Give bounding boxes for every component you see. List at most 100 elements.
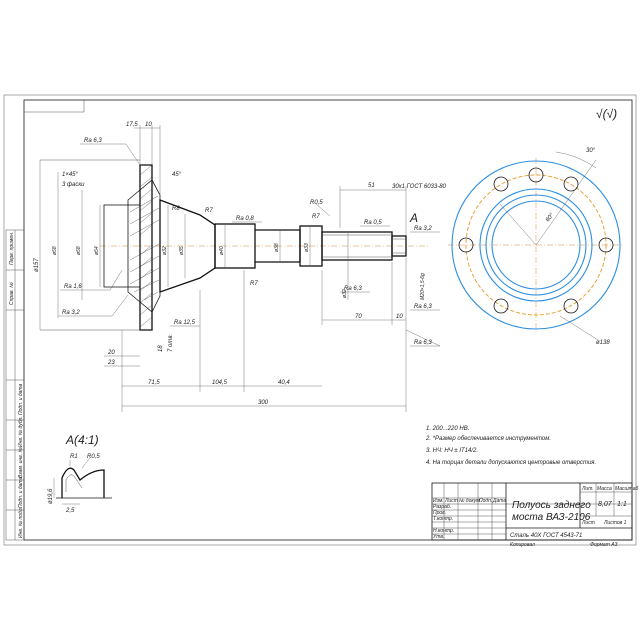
dim-spline: M20×1,5-6g [420,273,426,300]
sheet-border [3,94,637,546]
tb-name-1: Полуось заднего [512,500,591,511]
hub-hatch [129,195,160,301]
dim-715: 71,5 [148,380,160,386]
flange-hatch [139,164,153,328]
dim-f7: ø38 [274,243,280,252]
bolt-hole [493,298,509,314]
tb-row-razrab: Разраб. [433,504,451,510]
bolt-hole [528,167,544,183]
tb-row-nkontr: Н.контр. [433,528,454,534]
hub-section [127,179,161,313]
hub-circle-inner [491,200,581,290]
bolt-hole [458,237,474,253]
dim-r7c: R7 [312,214,320,220]
shaft-main-view [39,125,441,412]
strip-podp1: Подп. и дата [18,383,24,415]
dim-chamfer: 1×45° [62,172,79,178]
dim-f8: ø33 [304,243,310,252]
tb-mass-label: Масса [597,486,612,492]
note-2: 2. *Размер обеспечивается инструментом. [425,436,551,442]
note-3: 3. НЧ: НЧ ± IT14/2. [426,448,478,454]
tb-lit-label: Лит. [581,486,594,492]
dim-dia138: ø138 [596,340,610,346]
ra-05: Ra 0,5 [364,220,382,226]
detail-r1: R1 [70,454,78,460]
detail-25: 2,5 [65,508,75,514]
ra-32-right: Ra 3,2 [414,226,432,232]
dim-10b: 10 [396,314,403,320]
strip-podp2: Подп. и дата [18,476,24,508]
dim-23: 23 [107,360,115,366]
dim-18: 18 [158,345,164,352]
tb-mass: 8,07 [598,501,613,508]
detail-r05: R0,5 [87,454,100,460]
dim-10: 10 [145,122,152,128]
tb-format: Формат А3 [590,542,618,548]
tb-col-date: Дата [492,498,506,504]
side-strip: Перв. примен. Справ. № Подп. и дата Инв.… [5,229,25,541]
note-4: 4. На торцах детали допускаются центровы… [426,460,596,466]
dim-r7a: R7 [205,208,213,214]
flange-end-view: 30° 60° ø138 [448,148,624,346]
tb-sheet: Лист [581,520,595,526]
note-1: 1. 200...220 HB. [426,426,469,432]
dim-1045: 104,5 [212,380,228,386]
dim-70: 70 [355,314,362,320]
dim-f2: ø58 [76,246,82,255]
ra-16: Ra 1,6 [64,284,82,290]
tb-scale: 1:1 [617,501,627,508]
title-block: Изм. Разраб. Пров. Т.контр. Н.контр. Утв… [431,482,639,548]
dim-300: 300 [258,400,269,406]
dim-thread: 30х1 ГОСТ 6033-80 [392,184,447,190]
strip-vzam: Взам. инв. № [18,446,24,478]
tb-material: Сталь 40Х ГОСТ 4543-71 [510,533,582,539]
dim-r05: R0,5 [310,200,323,206]
tb-copied: Копировал [510,542,535,548]
tb-col-doc: № докум. [459,498,481,504]
flange-bore [103,204,141,288]
ra-125: Ra 12,5 [174,320,196,326]
bolt-hole [493,176,509,192]
dim-ang60: 60° [545,212,556,223]
hub-circle-mid [485,194,587,296]
dim-r8: R8 [172,206,180,212]
shaft-spline-end [391,235,407,257]
detail-profile [61,467,105,498]
strip-sprav: Справ. № [9,282,15,305]
dim-175: 17,5 [126,122,138,128]
tb-name-2: моста ВАЗ-2106 [512,512,591,523]
dim-f3: ø54 [94,246,100,255]
dim-f4: ø32 [162,246,168,255]
detail-dia: ø19,6 [48,488,54,504]
dim-f9: ø32 [342,289,348,298]
tb-sheets: Листов 1 [603,520,627,526]
strip-perv: Перв. примен. [9,232,15,265]
tb-row-tkontr: Т.контр. [433,516,453,522]
tb-col-list: Лист [444,498,458,504]
technical-notes: 1. 200...220 HB. 2. *Размер обеспечивает… [425,426,596,466]
dim-51: 51 [368,183,375,189]
ra-08: Ra 0,8 [236,216,254,222]
strip-inv-dubl: Инв. № дубл. [18,416,24,447]
ra-32-left: Ra 3,2 [62,310,80,316]
dim-f6: ø40 [219,246,225,255]
flange-outer-circle [451,160,621,330]
bolt-hole [563,176,579,192]
dim-f1: ø58 [52,246,58,255]
roughness-labels: Ra 6,3 Ra 1,6 Ra 3,2 Ra 0,8 Ra 0,5 Ra 3,… [62,138,432,346]
bolt-hole [563,298,579,314]
bolt-hole [598,237,614,253]
bolt-circle [465,174,607,316]
ra-63-right: Ra 6,3 [414,304,432,310]
ra-63-bottom: Ra 6,3 [414,340,432,346]
dimension-labels: 17,5 10 1×45° 3 фаски 45° R8 R7 R7 R7 R0… [34,122,447,406]
dim-chamfers-note: 3 фаски [62,182,85,188]
tb-col-podp: Подп. [479,498,492,504]
tb-row-izm: Изм. [433,498,444,504]
detail-view-a: A(4:1) R1 R0,5 2,5 ø19,6 [48,433,112,514]
tb-scale-label: Масштаб [615,486,639,492]
dim-angle45: 45° [172,172,182,178]
dim-ang30: 30° [586,148,596,154]
dim-20: 20 [107,350,115,356]
